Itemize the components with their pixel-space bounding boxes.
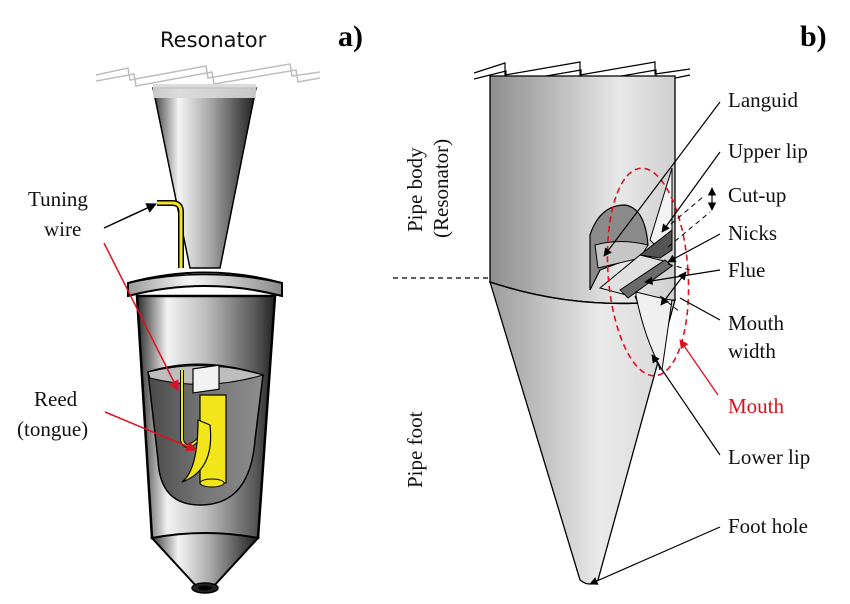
panel-b: b) Pipe body (Resonator) Pipe foot bbox=[393, 20, 827, 585]
panel-a: Resonator a) bbox=[17, 20, 363, 594]
label-flue: Flue bbox=[728, 258, 765, 282]
arrow-reed bbox=[104, 411, 197, 452]
label-mouth: Mouth bbox=[728, 394, 785, 418]
label-pipe-body-2: (Resonator) bbox=[429, 139, 453, 238]
label-pipe-foot: Pipe foot bbox=[403, 411, 427, 488]
mouth-cutaway bbox=[589, 167, 673, 372]
arrow-nicks bbox=[667, 233, 721, 263]
arrow-mouth bbox=[679, 339, 719, 396]
resonator-title: Resonator bbox=[160, 28, 267, 52]
boot-collar bbox=[127, 271, 283, 298]
mouth-width-dimension bbox=[660, 271, 687, 306]
label-nicks: Nicks bbox=[728, 221, 777, 245]
break-line-icon bbox=[95, 63, 321, 87]
arrow-tuning-wire-red bbox=[103, 242, 179, 391]
label-tuning-wire-2: wire bbox=[44, 217, 81, 241]
label-pipe-body-1: Pipe body bbox=[403, 147, 427, 232]
arrow-languid bbox=[603, 101, 721, 257]
label-cut-up: Cut-up bbox=[728, 183, 786, 207]
label-foot-hole: Foot hole bbox=[728, 514, 808, 538]
arrow-flue bbox=[644, 269, 721, 285]
panel-a-letter: a) bbox=[338, 20, 363, 53]
panel-b-letter: b) bbox=[800, 20, 827, 53]
arrow-tuning-wire bbox=[103, 203, 157, 229]
leader-mouth-width bbox=[679, 297, 721, 321]
label-languid: Languid bbox=[728, 88, 798, 112]
tuning-wire bbox=[157, 200, 184, 268]
arrow-upper-lip bbox=[661, 151, 721, 233]
label-mouth-width-1: Mouth bbox=[728, 311, 785, 335]
label-lower-lip: Lower lip bbox=[728, 445, 810, 469]
label-mouth-width-2: width bbox=[728, 339, 776, 363]
label-tuning-wire-1: Tuning bbox=[28, 187, 88, 211]
label-upper-lip: Upper lip bbox=[728, 139, 808, 163]
label-reed-2: (tongue) bbox=[17, 417, 88, 441]
arrow-foot-hole bbox=[589, 526, 721, 585]
label-reed-1: Reed bbox=[34, 387, 78, 411]
arrow-lower-lip bbox=[651, 354, 721, 456]
boot-tip bbox=[150, 532, 260, 589]
resonator-cone bbox=[152, 87, 257, 269]
